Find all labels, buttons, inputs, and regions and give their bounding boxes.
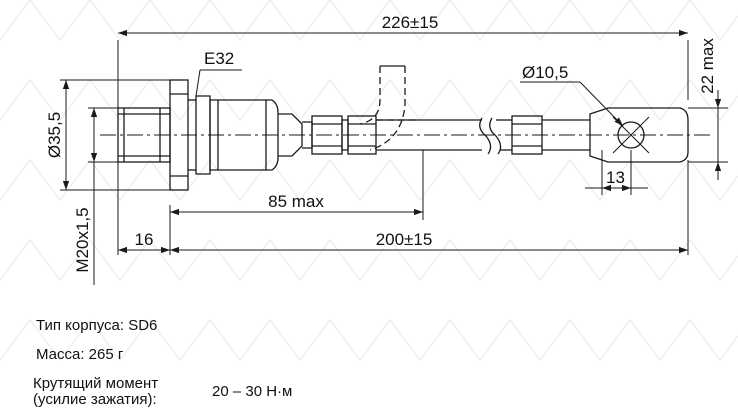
label-lug-hole: Ø10,5 (522, 63, 568, 82)
spec-mass: Масса: 265 г (36, 346, 124, 363)
label-thread-size: E32 (204, 49, 234, 68)
hex-flange (169, 79, 196, 191)
label-thread: M20x1,5 (73, 207, 92, 272)
cable-bent-variant (359, 65, 420, 151)
label-height-max: 22 max (698, 38, 717, 94)
label-total-length: 226±15 (382, 13, 439, 32)
watermark-pattern (0, 0, 738, 361)
spec-torque-label-line2: (усилие зажатия): (33, 391, 157, 408)
spec-torque-label-line1: Крутящий момент (33, 375, 159, 392)
label-lug-edge: 13 (606, 168, 625, 187)
label-cable-length: 200±15 (376, 230, 433, 249)
label-stud-length: 16 (135, 230, 154, 249)
spec-torque-label: Крутящий момент (усилие зажатия): (33, 376, 158, 408)
lug-hole (617, 121, 645, 149)
spec-torque-value: 20 – 30 Н·м (212, 383, 293, 400)
label-body-length: 85 max (268, 192, 324, 211)
label-flange-diameter: Ø35,5 (45, 112, 64, 158)
spec-case-type: Тип корпуса: SD6 (36, 317, 158, 334)
